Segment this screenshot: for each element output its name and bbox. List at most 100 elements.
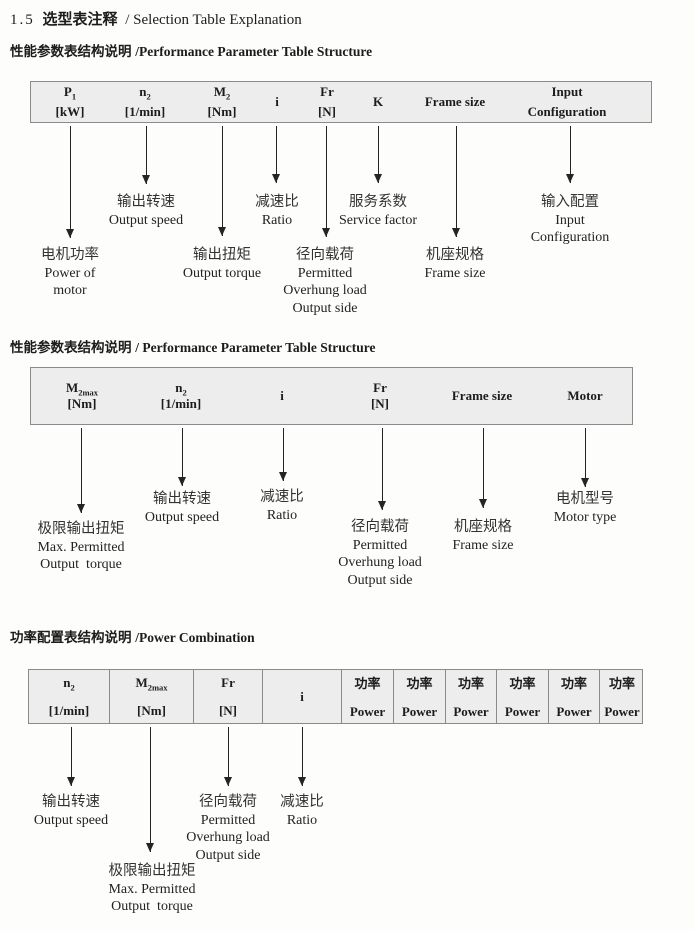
arrow-input-configuration-icon — [566, 126, 574, 183]
heading-en: /Power Combination — [135, 630, 255, 645]
section-heading-1: 性能参数表结构说明 /Performance Parameter Table S… — [10, 40, 372, 60]
arrow-n2-icon — [67, 727, 75, 786]
page-title: 1.5 选型表注释 / Selection Table Explanation — [10, 8, 302, 29]
subscript: 2 — [146, 91, 151, 102]
symbol: P — [63, 84, 72, 99]
symbol: 功率 — [560, 676, 587, 691]
label-output-speed: 输出转速 Output speed — [144, 491, 220, 525]
symbol: n — [175, 380, 183, 395]
arrow-fr-icon — [224, 727, 232, 786]
label-ratio: 减速比 Ratio — [260, 489, 304, 523]
unit: [Nm] — [137, 702, 166, 718]
column-header-fr: Fr [N] — [193, 670, 262, 723]
unit: [N] — [218, 702, 238, 718]
unit: Power — [401, 704, 438, 719]
section-heading-2: 性能参数表结构说明 / Performance Parameter Table … — [10, 336, 375, 356]
symbol: 功率 — [354, 676, 381, 691]
symbol: Fr — [221, 674, 235, 690]
unit: [N] — [370, 396, 390, 411]
unit: [1/min] — [48, 702, 90, 718]
arrow-fr-icon — [378, 428, 386, 510]
unit: [kW] — [55, 104, 85, 119]
symbol: 功率 — [406, 676, 433, 691]
unit: Configuration — [527, 104, 607, 119]
column-header-power-1: 功率 Power — [341, 670, 393, 723]
symbol: Fr — [373, 380, 387, 395]
subscript: 2 — [226, 91, 231, 102]
arrow-fr-icon — [322, 126, 330, 237]
symbol: M — [65, 380, 79, 395]
symbol: M — [213, 84, 227, 99]
arrow-i-icon — [298, 727, 306, 786]
label-ratio: 减速比 Ratio — [255, 194, 299, 228]
heading-en: /Performance Parameter Table Structure — [135, 44, 373, 59]
column-header-power-4: 功率 Power — [496, 670, 548, 723]
arrow-frame-size-icon — [452, 126, 460, 237]
label-frame-size: 机座规格 Frame size — [452, 519, 514, 553]
symbol: M — [135, 674, 148, 690]
subscript: 2 — [70, 682, 75, 693]
column-header-power-6: 功率 Power — [599, 670, 644, 723]
subscript: 1 — [71, 91, 77, 102]
label-output-speed: 输出转速 Output speed — [108, 194, 184, 228]
symbol: 功率 — [509, 676, 536, 691]
arrow-p1-icon — [66, 126, 74, 238]
heading-en: / Performance Parameter Table Structure — [135, 340, 376, 355]
symbol: i — [275, 94, 279, 109]
symbol: i — [300, 688, 304, 704]
unit: [Nm] — [207, 104, 237, 119]
page-title-en: / Selection Table Explanation — [125, 12, 302, 28]
arrow-n2-icon — [178, 428, 186, 486]
symbol: Frame size — [424, 94, 486, 109]
subscript: 2 — [182, 387, 187, 398]
column-header-i: i — [227, 81, 327, 123]
unit: [1/min] — [160, 396, 202, 411]
unit: Power — [453, 704, 489, 719]
arrow-n2-icon — [142, 126, 150, 184]
column-header-m2max: M2max [Nm] — [109, 670, 193, 723]
symbol: n — [139, 84, 147, 99]
unit: [1/min] — [124, 104, 166, 119]
column-header-power-3: 功率 Power — [445, 670, 496, 723]
label-overhung-load: 径向载荷 Permitted Overhung load Output side — [186, 794, 270, 863]
symbol: 功率 — [608, 676, 635, 691]
column-header-fr: Fr [N] — [330, 367, 430, 425]
arrow-motor-icon — [581, 428, 589, 487]
arrow-i-icon — [279, 428, 287, 481]
symbol: Motor — [567, 388, 603, 403]
column-header-power-5: 功率 Power — [548, 670, 599, 723]
symbol: 功率 — [457, 676, 484, 691]
unit: [N] — [317, 104, 337, 119]
label-output-torque: 输出扭矩 Output torque — [182, 247, 262, 281]
label-power-of-motor: 电机功率 Power of motor — [41, 247, 99, 298]
subscript: 2max — [147, 682, 168, 693]
label-overhung-load: 径向载荷 Permitted Overhung load Output side — [283, 247, 367, 316]
page-title-zh: 选型表注释 — [42, 11, 118, 28]
table-power-combination: n2 [1/min] M2max [Nm] Fr [N] i 功率 Power … — [28, 669, 643, 724]
unit: Power — [349, 704, 386, 719]
symbol: K — [372, 94, 384, 109]
unit: Power — [504, 704, 541, 719]
label-motor-type: 电机型号 Motor type — [553, 491, 617, 525]
arrow-frame-size-icon — [479, 428, 487, 508]
label-service-factor: 服务系数 Service factor — [338, 194, 418, 228]
symbol: Fr — [320, 84, 334, 99]
label-ratio: 减速比 Ratio — [280, 794, 324, 828]
subscript: 2max — [78, 387, 99, 398]
arrow-m2max-icon — [146, 727, 154, 852]
column-header-frame-size: Frame size — [432, 367, 532, 425]
section-number: 1.5 — [10, 12, 35, 28]
column-header-motor: Motor — [535, 367, 635, 425]
label-frame-size: 机座规格 Frame size — [424, 247, 486, 281]
label-overhung-load: 径向载荷 Permitted Overhung load Output side — [338, 519, 422, 588]
column-header-n2: n2 [1/min] — [131, 367, 231, 425]
column-header-fr: Fr [N] — [277, 81, 377, 123]
column-header-m2: M2 [Nm] — [172, 81, 272, 123]
symbol: Frame size — [451, 388, 513, 403]
heading-zh: 功率配置表结构说明 — [10, 630, 136, 645]
arrow-k-icon — [374, 126, 382, 183]
column-header-m2max: M2max [Nm] — [32, 367, 132, 425]
column-header-power-2: 功率 Power — [393, 670, 445, 723]
symbol: n — [63, 674, 71, 690]
unit: [Nm] — [67, 396, 97, 411]
